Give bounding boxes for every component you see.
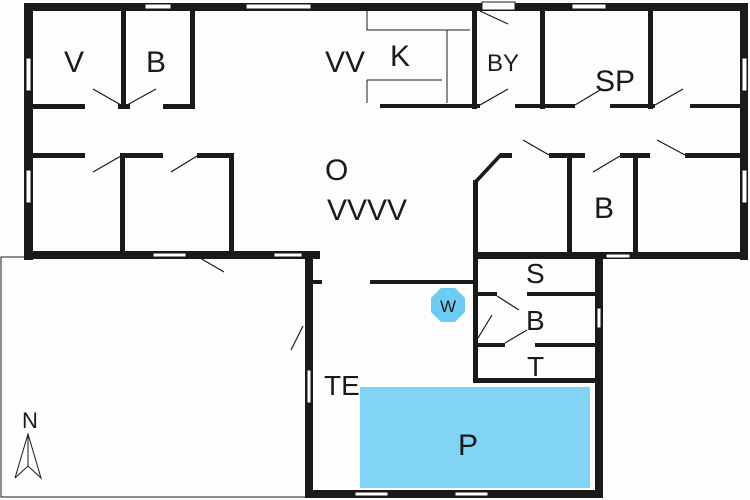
- room-label-k: K: [390, 40, 410, 73]
- room-label-sp: SP: [595, 65, 635, 98]
- room-label-te: TE: [324, 370, 360, 401]
- kitchen-counters: [366, 10, 470, 103]
- whirlpool: [431, 288, 465, 322]
- room-label-o: O: [325, 154, 348, 187]
- doors: [92, 10, 686, 351]
- compass-label: N: [22, 408, 38, 433]
- windows: [25, 1, 748, 497]
- north-arrow: N: [14, 408, 42, 480]
- room-label-s: S: [526, 258, 545, 289]
- room-label-vvvv: VVVV: [327, 194, 407, 227]
- terrace-outline: [0, 256, 308, 498]
- room-label-b3: B: [526, 305, 545, 336]
- room-label-b2: B: [594, 192, 614, 225]
- room-label-p: P: [458, 429, 478, 462]
- whirlpool-label: W: [440, 297, 456, 316]
- room-label-b: B: [146, 46, 166, 79]
- room-label-t: T: [527, 351, 544, 382]
- pool: [360, 387, 590, 488]
- room-label-v: V: [64, 46, 84, 79]
- room-label-vv: VV: [325, 46, 365, 79]
- room-label-by: BY: [487, 50, 519, 77]
